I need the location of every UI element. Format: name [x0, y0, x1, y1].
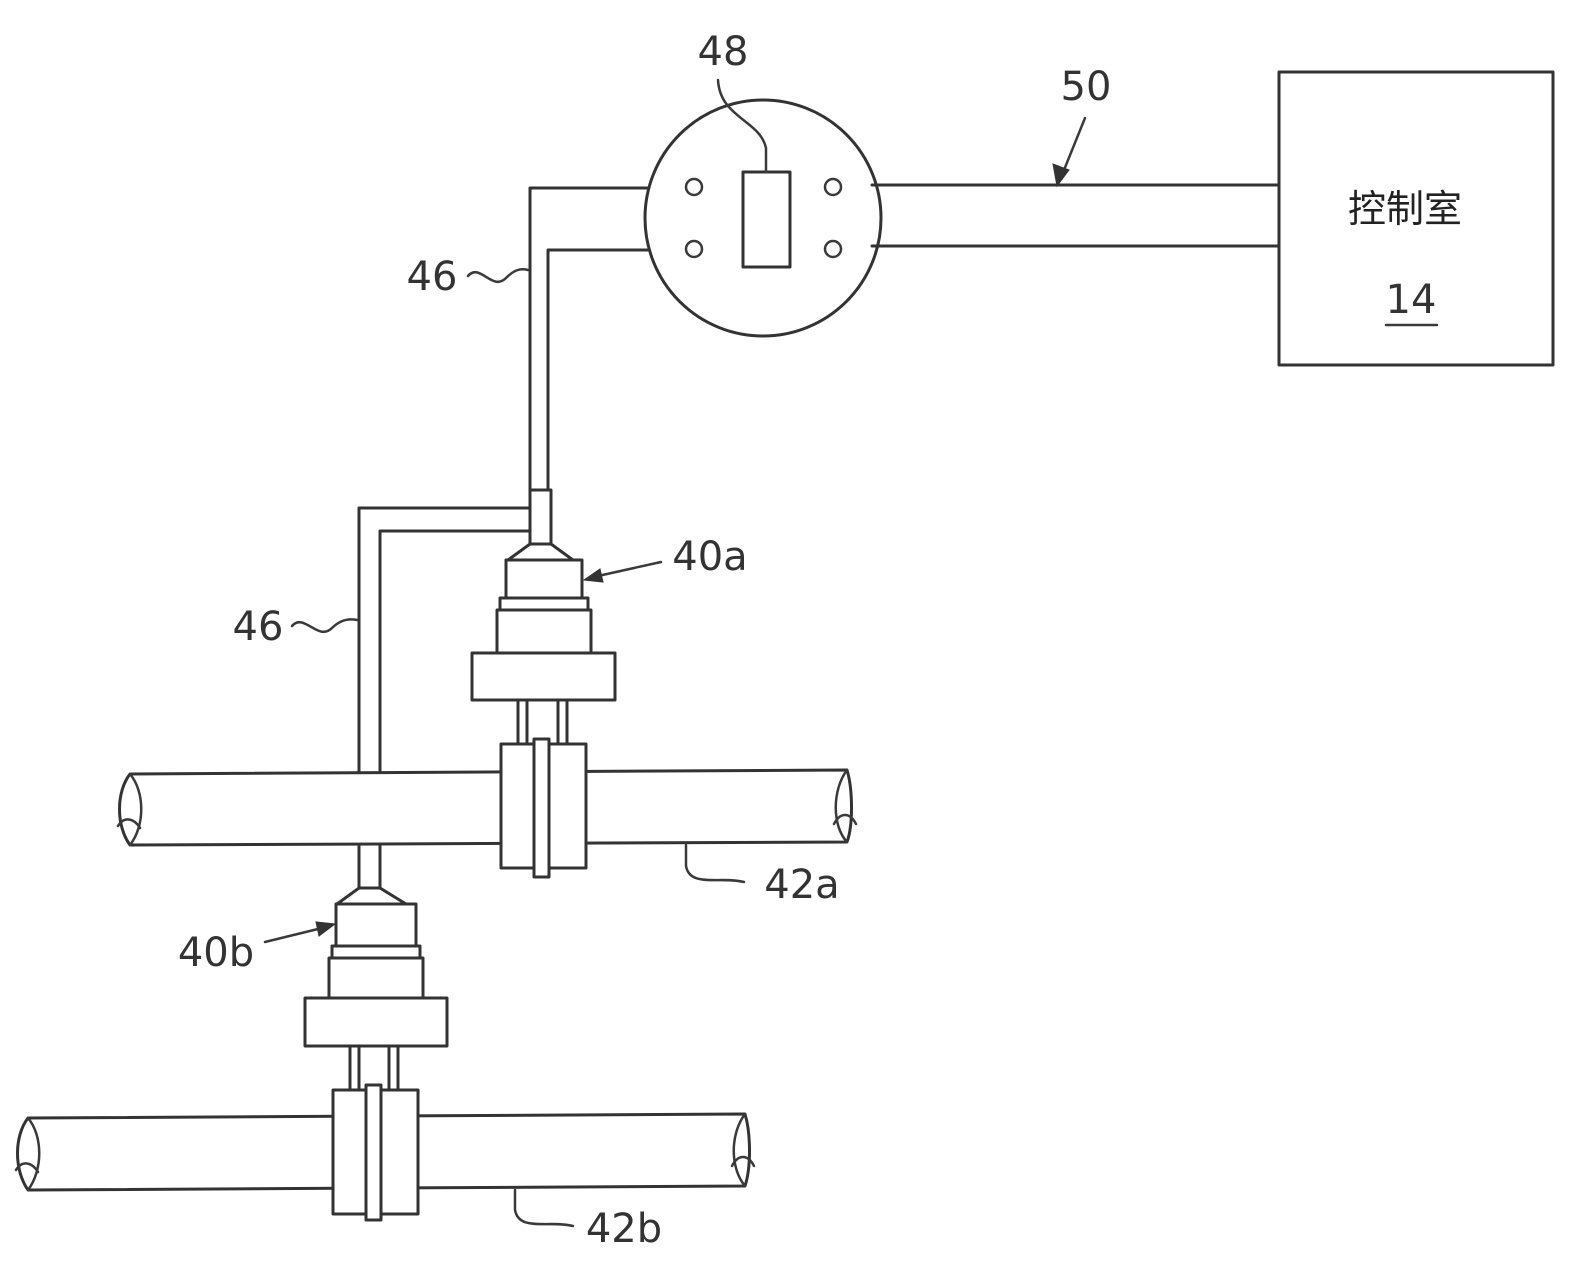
terminal-bottom-right	[823, 239, 843, 259]
transmitter-b-leader	[263, 926, 324, 944]
cable-upper-leader	[466, 268, 530, 284]
transmitter-b	[303, 886, 449, 1222]
cable-lower-leader	[290, 618, 359, 634]
transmitter-b-housing-upper	[334, 902, 418, 948]
pipe-a-left-cut-mark	[116, 818, 142, 830]
transmitter-b-number: 40b	[178, 930, 254, 976]
transmitter-b-impulse-tube-right	[387, 1044, 400, 1092]
transmitter-b-housing-band	[330, 944, 422, 960]
pipe-a-right-cut-mark	[832, 813, 858, 826]
signal-line-number: 50	[1061, 64, 1112, 110]
signal-line-leader	[1060, 116, 1087, 177]
transmitter-a-housing-band	[498, 596, 590, 612]
pipe-b-right-cut-mark	[730, 1155, 756, 1168]
pipe-a-left-cut	[128, 772, 143, 847]
terminal-top-left	[684, 177, 704, 197]
pipe-b-left-cut	[26, 1116, 41, 1192]
signal-line	[870, 183, 1281, 248]
transmitter-b-housing-lower	[327, 956, 425, 1000]
cable-lower-number: 46	[233, 604, 284, 650]
transmitter-b-orifice-plate-center	[364, 1083, 383, 1222]
transmitter-a-orifice-plate-left	[499, 742, 536, 870]
transmitter-a-housing-lower	[495, 608, 593, 655]
transmitter-b-arrowhead	[315, 921, 337, 937]
transmitter-a-housing-upper	[504, 558, 584, 600]
pipe-a-leader	[684, 843, 746, 884]
control-room-name: 控制室	[1348, 187, 1462, 231]
transmitter-a-impulse-tube-right	[556, 698, 569, 746]
terminal-top-right	[823, 177, 843, 197]
signal-line-label: 50	[1052, 64, 1112, 188]
terminal-bottom-left	[684, 239, 704, 259]
pipe-a-number: 42a	[764, 862, 839, 908]
transmitter-b-label: 40b	[178, 921, 337, 976]
pipe-b-leader	[513, 1188, 575, 1228]
transmitter-a-cable-gland	[528, 488, 553, 546]
control-room-number: 14	[1386, 277, 1437, 323]
cable-lower	[357, 506, 532, 890]
transmitter-a-orifice-plate-center	[532, 737, 551, 879]
cable-lower-label: 46	[233, 604, 359, 650]
transmitter-b-orifice-plate-right	[379, 1088, 420, 1216]
junction-box-number: 48	[698, 29, 749, 75]
junction-terminal-block	[741, 170, 792, 269]
control-room: 控制室 14	[1277, 70, 1555, 367]
pipe-b-number: 42b	[586, 1206, 662, 1252]
transmitter-a-orifice-plate-right	[547, 742, 588, 870]
pipe-b-label: 42b	[513, 1188, 662, 1252]
junction-box	[643, 98, 883, 338]
transmitter-a	[470, 488, 617, 879]
transmitter-a-flange	[470, 651, 617, 702]
pipe-a-right-cut	[834, 768, 849, 844]
cable-upper	[528, 186, 650, 492]
transmitter-a-leader	[596, 560, 663, 578]
pipe-a-label: 42a	[684, 843, 840, 908]
transmitter-a-number: 40a	[672, 534, 747, 580]
cable-upper-number: 46	[407, 254, 458, 300]
signal-line-arrowhead	[1052, 163, 1070, 188]
pipe-a	[116, 768, 858, 847]
transmitter-a-label: 40a	[582, 534, 748, 583]
junction-box-label: 48	[698, 29, 768, 174]
pipe-b-right-cut	[732, 1112, 747, 1188]
junction-box-leader	[716, 78, 768, 174]
transmitter-a-neck	[506, 542, 575, 562]
transmitter-a-arrowhead	[582, 568, 604, 583]
cable-upper-label: 46	[407, 254, 530, 300]
transmitter-b-flange	[303, 996, 449, 1048]
pipe-b-left-cut-mark	[14, 1162, 40, 1174]
transmitter-b-neck	[335, 886, 408, 906]
transmitter-b-orifice-plate-left	[331, 1088, 368, 1216]
